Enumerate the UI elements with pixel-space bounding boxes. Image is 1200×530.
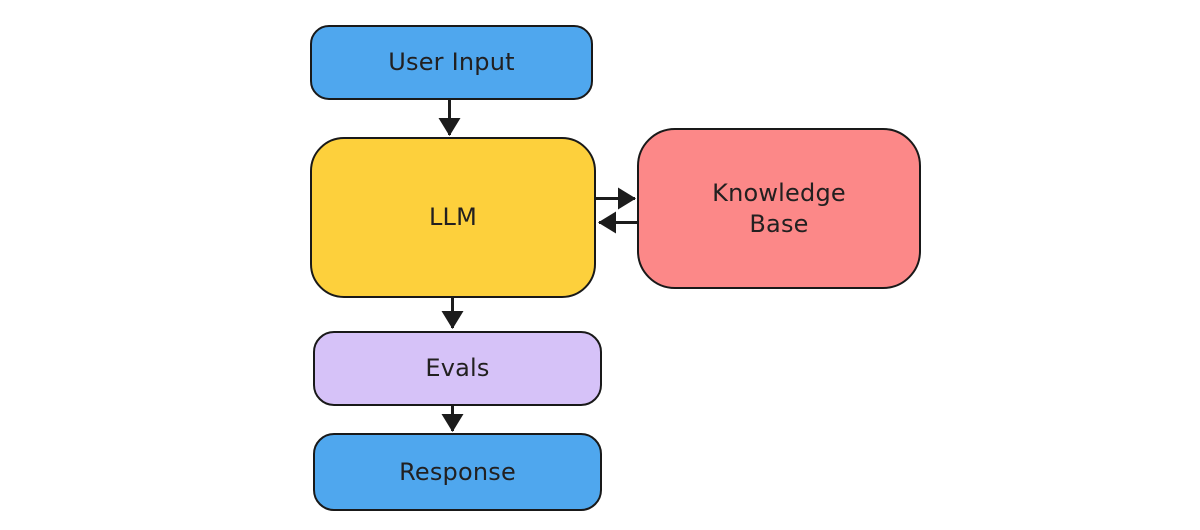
node-evals-label: Evals <box>425 354 490 382</box>
node-llm-label: LLM <box>428 203 478 231</box>
node-response: Response <box>313 433 602 511</box>
node-llm: LLM <box>310 137 596 298</box>
node-knowledge-base-label: Knowledge Base <box>712 178 846 238</box>
node-user-input-label: User Input <box>388 48 515 76</box>
node-response-label: Response <box>399 457 516 486</box>
node-evals: Evals <box>313 331 602 406</box>
node-user-input: User Input <box>310 25 593 100</box>
node-knowledge-base: Knowledge Base <box>637 128 921 289</box>
